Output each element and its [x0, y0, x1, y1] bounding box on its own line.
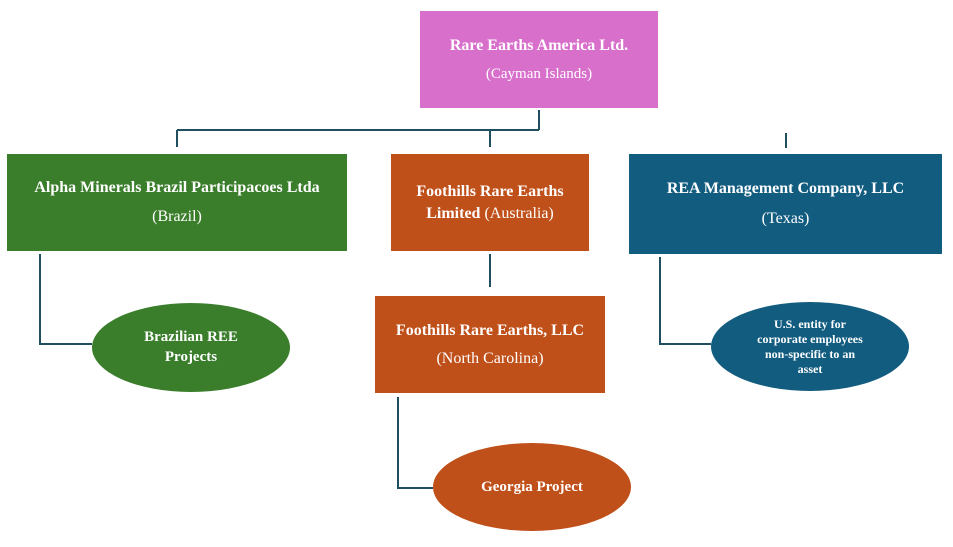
node-name-line1: Foothills Rare Earths: [416, 182, 564, 200]
node-name-line2-wrap: Limited (Australia): [426, 203, 554, 225]
node-name: Alpha Minerals Brazil Participacoes Ltda: [34, 179, 320, 197]
node-name: Foothills Rare Earths, LLC: [395, 321, 585, 339]
ellipse-us-entity: U.S. entity for corporate employees non-…: [711, 302, 909, 391]
ellipse-line4: asset: [797, 361, 823, 376]
connector-rea-usentity: [659, 257, 711, 345]
node-location: (North Carolina): [436, 349, 544, 367]
node-location: (Cayman Islands): [485, 66, 593, 83]
connector-alpha-brazil: [39, 254, 92, 345]
node-foothills-australia: Foothills Rare Earths Limited (Australia…: [391, 154, 589, 251]
ellipse-line3: non-specific to an: [765, 346, 855, 361]
node-location: (Brazil): [152, 208, 202, 225]
node-location: (Australia): [484, 204, 554, 222]
node-name: REA Management Company, LLC: [666, 180, 905, 198]
ellipse-brazilian-ree-projects: Brazilian REE Projects: [92, 303, 290, 392]
node-name: Rare Earths America Ltd.: [449, 36, 629, 54]
node-rare-earths-america: Rare Earths America Ltd. (Cayman Islands…: [420, 11, 658, 108]
node-rea-management: REA Management Company, LLC (Texas): [629, 154, 942, 254]
ellipse-line1: U.S. entity for: [774, 316, 846, 331]
node-name-line2: Limited: [426, 204, 481, 222]
node-location: (Texas): [761, 210, 810, 227]
ellipse-georgia-project: Georgia Project: [433, 443, 631, 531]
ellipse-line2: Projects: [164, 348, 218, 365]
ellipse-label: Georgia Project: [481, 478, 583, 495]
node-foothills-north-carolina: Foothills Rare Earths, LLC (North Caroli…: [375, 296, 605, 393]
ellipse-line2: corporate employees: [757, 331, 863, 346]
node-alpha-minerals-brazil: Alpha Minerals Brazil Participacoes Ltda…: [7, 154, 347, 251]
ellipse-line1: Brazilian REE: [144, 329, 238, 345]
connector-nc-georgia: [397, 397, 433, 489]
